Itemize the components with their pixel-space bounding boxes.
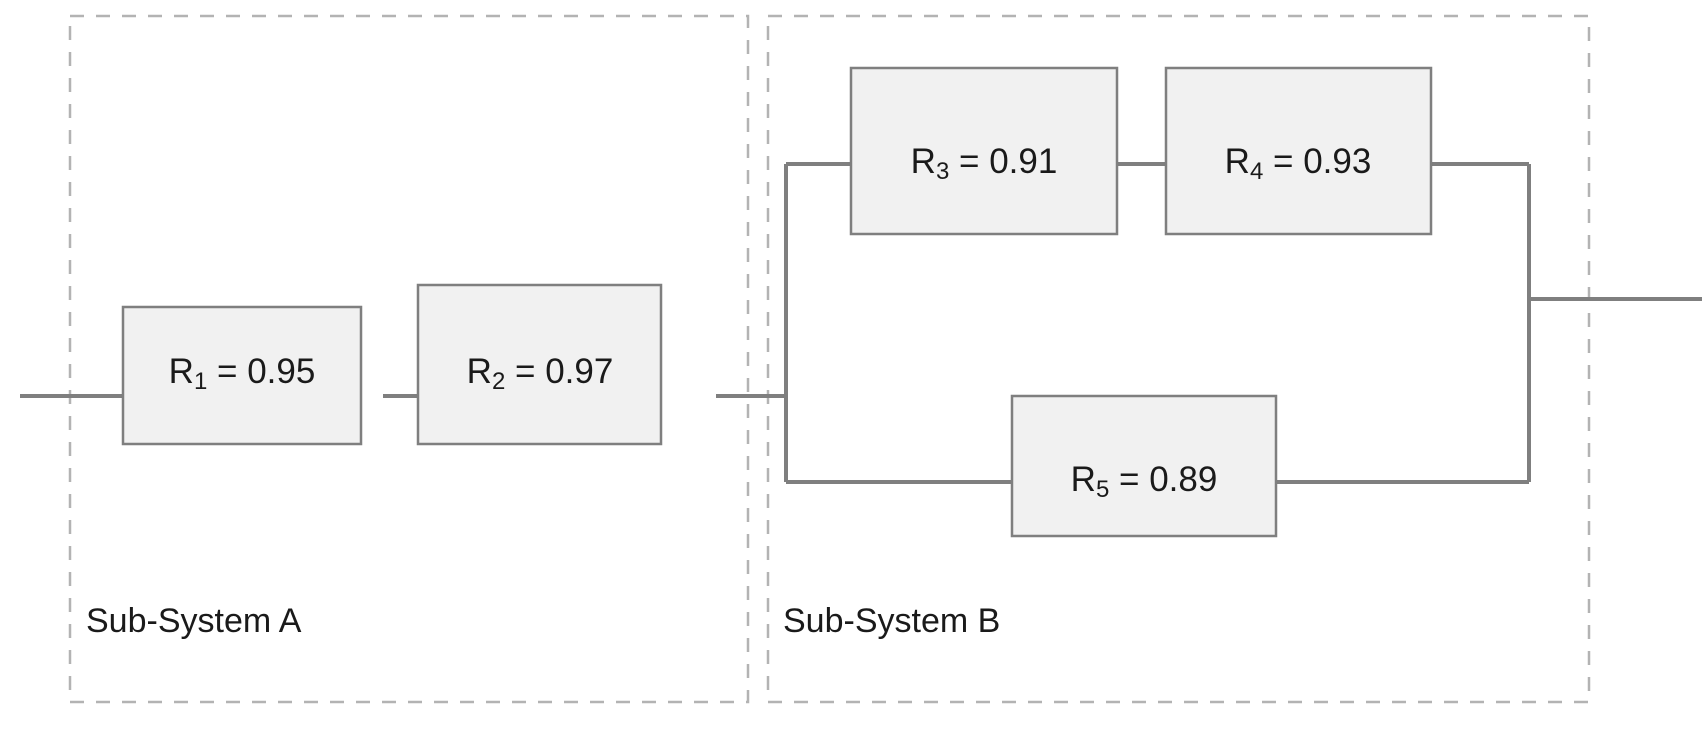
block-r1-rect[interactable] bbox=[121, 305, 363, 446]
group-label-subsystem-a: Sub-System A bbox=[86, 602, 302, 640]
block-r4-label: R4 = 0.93 bbox=[1225, 142, 1372, 185]
block-r2-label: R2 = 0.97 bbox=[467, 352, 614, 395]
block-r4-rect[interactable] bbox=[1164, 66, 1433, 236]
group-box-subsystem-a bbox=[68, 14, 750, 704]
block-r1-label: R1 = 0.95 bbox=[169, 352, 316, 395]
block-r2-rect[interactable] bbox=[416, 283, 663, 446]
block-r5[interactable]: R5 = 0.89 bbox=[1010, 394, 1278, 538]
block-r3[interactable]: R3 = 0.91 bbox=[849, 66, 1119, 236]
block-r5-label: R5 = 0.89 bbox=[1071, 460, 1218, 503]
block-r3-rect[interactable] bbox=[849, 66, 1119, 236]
group-label-subsystem-b: Sub-System B bbox=[783, 602, 1000, 640]
block-r4[interactable]: R4 = 0.93 bbox=[1164, 66, 1433, 236]
block-r3-label: R3 = 0.91 bbox=[911, 142, 1058, 185]
block-r5-rect[interactable] bbox=[1010, 394, 1278, 538]
block-r1[interactable]: R1 = 0.95 bbox=[121, 305, 363, 446]
block-r2[interactable]: R2 = 0.97 bbox=[416, 283, 663, 446]
